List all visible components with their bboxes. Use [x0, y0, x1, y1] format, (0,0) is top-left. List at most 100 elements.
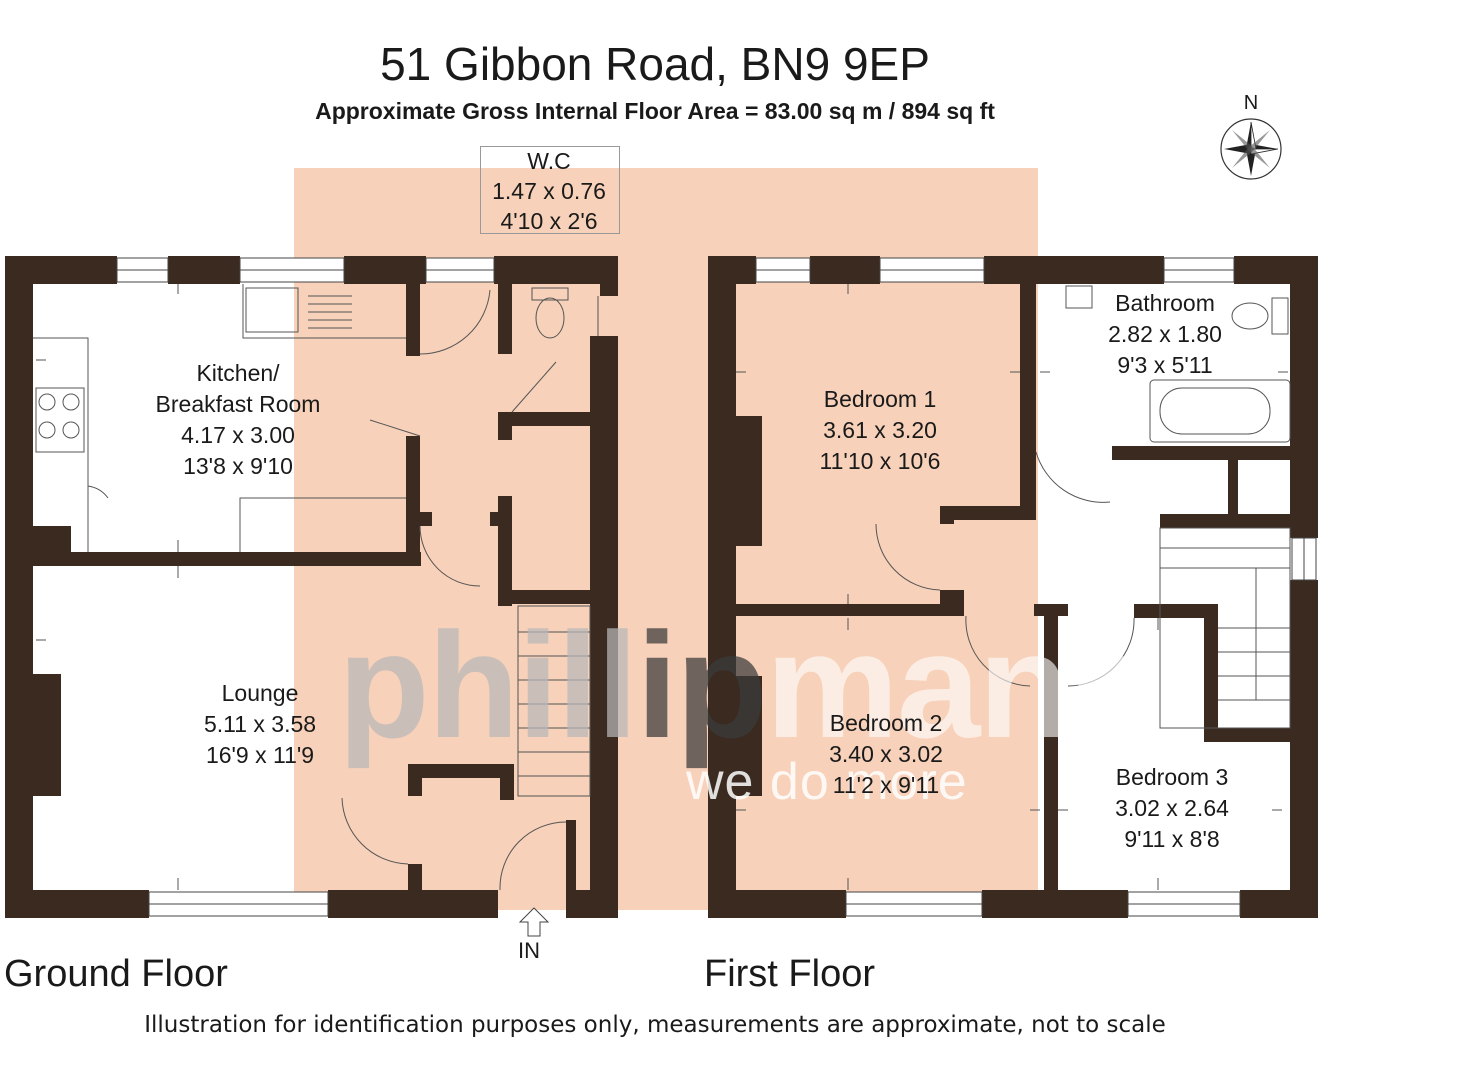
ground-wall-right-top: [600, 256, 618, 296]
room-bathroom-name: Bathroom: [1115, 290, 1215, 316]
room-lounge: Lounge 5.11 x 3.58 16'9 x 11'9: [160, 678, 360, 771]
compass-north-label: N: [1243, 92, 1259, 114]
first-wall-right-bottom: [1290, 580, 1318, 918]
hob: [35, 387, 85, 453]
wc-wall-bottom: [498, 412, 598, 426]
wc-label-box: [480, 146, 620, 234]
landing-wall-top: [1134, 604, 1218, 618]
compass-rose-icon: [1220, 118, 1282, 180]
watermark-logo: phillipmann: [338, 610, 1160, 760]
ground-wall-bottom-2: [328, 890, 498, 918]
room-bedroom2-metric: 3.40 x 3.02: [829, 741, 943, 767]
room-lounge-name: Lounge: [221, 680, 299, 706]
lounge-chimney: [33, 674, 61, 796]
cupboard-wall-bottom: [1160, 514, 1318, 528]
bathroom-wall-bottom: [1112, 446, 1318, 460]
ground-wall-right: [590, 336, 618, 918]
bed3-wall-top-left: [1034, 604, 1068, 616]
compass: N: [1218, 92, 1284, 182]
room-bedroom2-name: Bedroom 2: [829, 710, 943, 736]
under-stair-wall: [510, 590, 600, 604]
first-wall-top-3: [984, 256, 1164, 284]
bed1-wall-bottom-right: [942, 506, 1036, 520]
porch-wall-left: [408, 764, 422, 796]
bed2-chimney: [736, 676, 762, 796]
room-bedroom3: Bedroom 3 3.02 x 2.64 9'11 x 8'8: [1082, 762, 1262, 855]
room-bedroom1-imperial: 11'10 x 10'6: [819, 448, 941, 474]
room-wc: W.C 1.47 x 0.76 4'10 x 2'6: [480, 146, 618, 236]
stair-wall-left: [1204, 604, 1218, 742]
hall-wall-left-mid: [406, 436, 420, 566]
bath-basin: [1065, 285, 1093, 309]
first-wall-bottom-3: [1240, 890, 1318, 918]
first-wall-left: [708, 256, 736, 918]
bed3-wall-left: [1044, 604, 1058, 914]
first-wall-top-1: [708, 256, 756, 284]
ground-floor-label: Ground Floor: [4, 953, 228, 995]
bed1-chimney: [736, 416, 762, 546]
first-wall-bottom-1: [708, 890, 846, 918]
kitchen-worktop: [33, 337, 89, 552]
wc-toilet: [535, 297, 565, 339]
cupboard-stub: [490, 512, 512, 526]
room-bedroom3-imperial: 9'11 x 8'8: [1124, 826, 1220, 852]
room-bedroom3-name: Bedroom 3: [1115, 764, 1229, 790]
room-bedroom1: Bedroom 1 3.61 x 3.20 11'10 x 10'6: [790, 384, 970, 477]
ground-wall-bottom-1: [5, 890, 149, 918]
bed2-wall-right-cap: [940, 590, 964, 616]
hall-stub-1: [410, 512, 432, 526]
room-bedroom2-imperial: 11'2 x 9'11: [832, 772, 940, 798]
room-bathroom: Bathroom 2.82 x 1.80 9'3 x 5'11: [1090, 288, 1240, 381]
bed1-bed2-wall: [736, 604, 964, 616]
room-wc-metric: 1.47 x 0.76: [492, 178, 606, 204]
room-wc-name: W.C: [527, 148, 571, 174]
ground-stairs: [517, 605, 591, 797]
porch-wall-top: [408, 764, 514, 778]
floor-area-subtitle: Approximate Gross Internal Floor Area = …: [315, 98, 995, 124]
porch-wall-right: [500, 764, 514, 800]
disclaimer: Illustration for identification purposes…: [144, 1012, 1166, 1038]
ground-wall-top-4: [494, 256, 616, 284]
bed1-wall-stub: [940, 506, 954, 524]
entrance-label: IN: [518, 938, 540, 963]
kitchen-sink: [245, 287, 299, 333]
room-kitchen-name-2: Breakfast Room: [155, 391, 321, 417]
room-kitchen: Kitchen/ Breakfast Room 4.17 x 3.00 13'8…: [118, 358, 358, 482]
kitchen-left-block: [33, 526, 71, 566]
room-wc-imperial: 4'10 x 2'6: [500, 208, 598, 234]
ground-wall-top-2: [168, 256, 240, 284]
bath-tub: [1149, 379, 1291, 443]
first-wall-right-top: [1290, 256, 1318, 538]
room-lounge-imperial: 16'9 x 11'9: [205, 742, 315, 768]
room-kitchen-metric: 4.17 x 3.00: [181, 422, 295, 448]
wc-wall-left2: [498, 412, 512, 440]
room-bedroom1-metric: 3.61 x 3.20: [823, 417, 937, 443]
ground-wall-bottom-3: [566, 890, 618, 918]
entrance-arrow: [518, 907, 550, 937]
watermark-brand-part3: mann: [765, 601, 1160, 769]
porch-door-jamb: [566, 820, 576, 892]
room-bedroom1-name: Bedroom 1: [823, 386, 937, 412]
hall-wall-left-top: [406, 284, 420, 356]
ground-wall-left: [5, 256, 33, 918]
room-lounge-metric: 5.11 x 3.58: [203, 711, 317, 737]
room-kitchen-imperial: 13'8 x 9'10: [183, 453, 293, 479]
kitchen-lounge-wall: [33, 552, 421, 566]
watermark-brand-part2: ip: [636, 601, 767, 769]
wc-wall-left: [498, 284, 512, 354]
room-kitchen-name-1: Kitchen/: [196, 360, 280, 386]
bath-toilet: [1231, 302, 1269, 330]
watermark-tagline: we do more: [686, 753, 968, 811]
ground-wall-top-1: [5, 256, 117, 284]
stair-wall-bottom: [1204, 728, 1318, 742]
room-bedroom2: Bedroom 2 3.40 x 3.02 11'2 x 9'11: [796, 708, 976, 801]
bed1-wall-right: [1020, 284, 1036, 520]
plan-title: 51 Gibbon Road, BN9 9EP: [380, 38, 930, 90]
room-bathroom-metric: 2.82 x 1.80: [1108, 321, 1222, 347]
first-floor-label: First Floor: [704, 953, 875, 995]
ground-wall-top-3: [344, 256, 426, 284]
room-bedroom3-metric: 3.02 x 2.64: [1115, 795, 1229, 821]
bathroom-wall-right-stub: [1290, 446, 1318, 460]
first-wall-top-2: [810, 256, 880, 284]
